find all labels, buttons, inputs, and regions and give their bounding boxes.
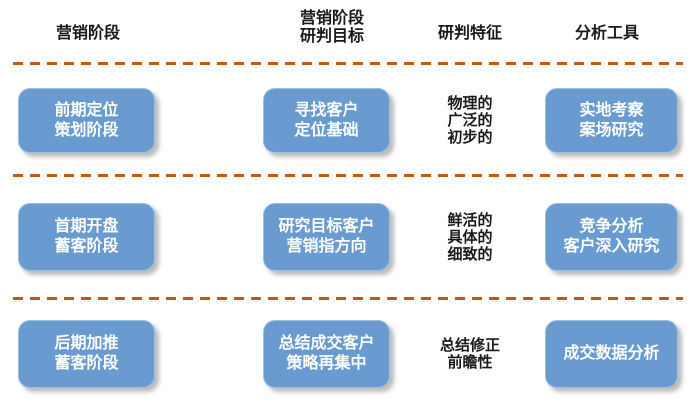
divider-line-3 [13,297,683,300]
divider-line-1 [13,62,683,65]
divider-line-2 [13,174,683,177]
column-header-tool: 分析工具 [574,25,639,42]
column-header-goal: 营销阶段 研判目标 [299,10,364,45]
stage-box-row3: 后期加推 蓄客阶段 [18,320,155,388]
tool-box-row3: 成交数据分析 [545,320,678,388]
feature-text-row3: 总结修正 前瞻性 [439,337,500,371]
tool-box-row2: 竞争分析 客户深入研究 [545,203,678,271]
feature-text-row2: 鲜活的 具体的 细致的 [447,211,493,263]
goal-box-row1: 寻找客户 定位基础 [263,88,390,153]
tool-box-row1: 实地考察 案场研究 [545,88,678,153]
column-header-stage: 营销阶段 [55,25,120,42]
stage-box-row1: 前期定位 策划阶段 [18,88,155,153]
stage-box-row2: 首期开盘 蓄客阶段 [18,203,155,271]
goal-box-row2: 研究目标客户 营销指方向 [263,203,390,271]
column-header-feature: 研判特征 [437,25,502,42]
goal-box-row3: 总结成交客户 策略再集中 [263,320,390,388]
feature-text-row1: 物理的 广泛的 初步的 [447,95,493,146]
